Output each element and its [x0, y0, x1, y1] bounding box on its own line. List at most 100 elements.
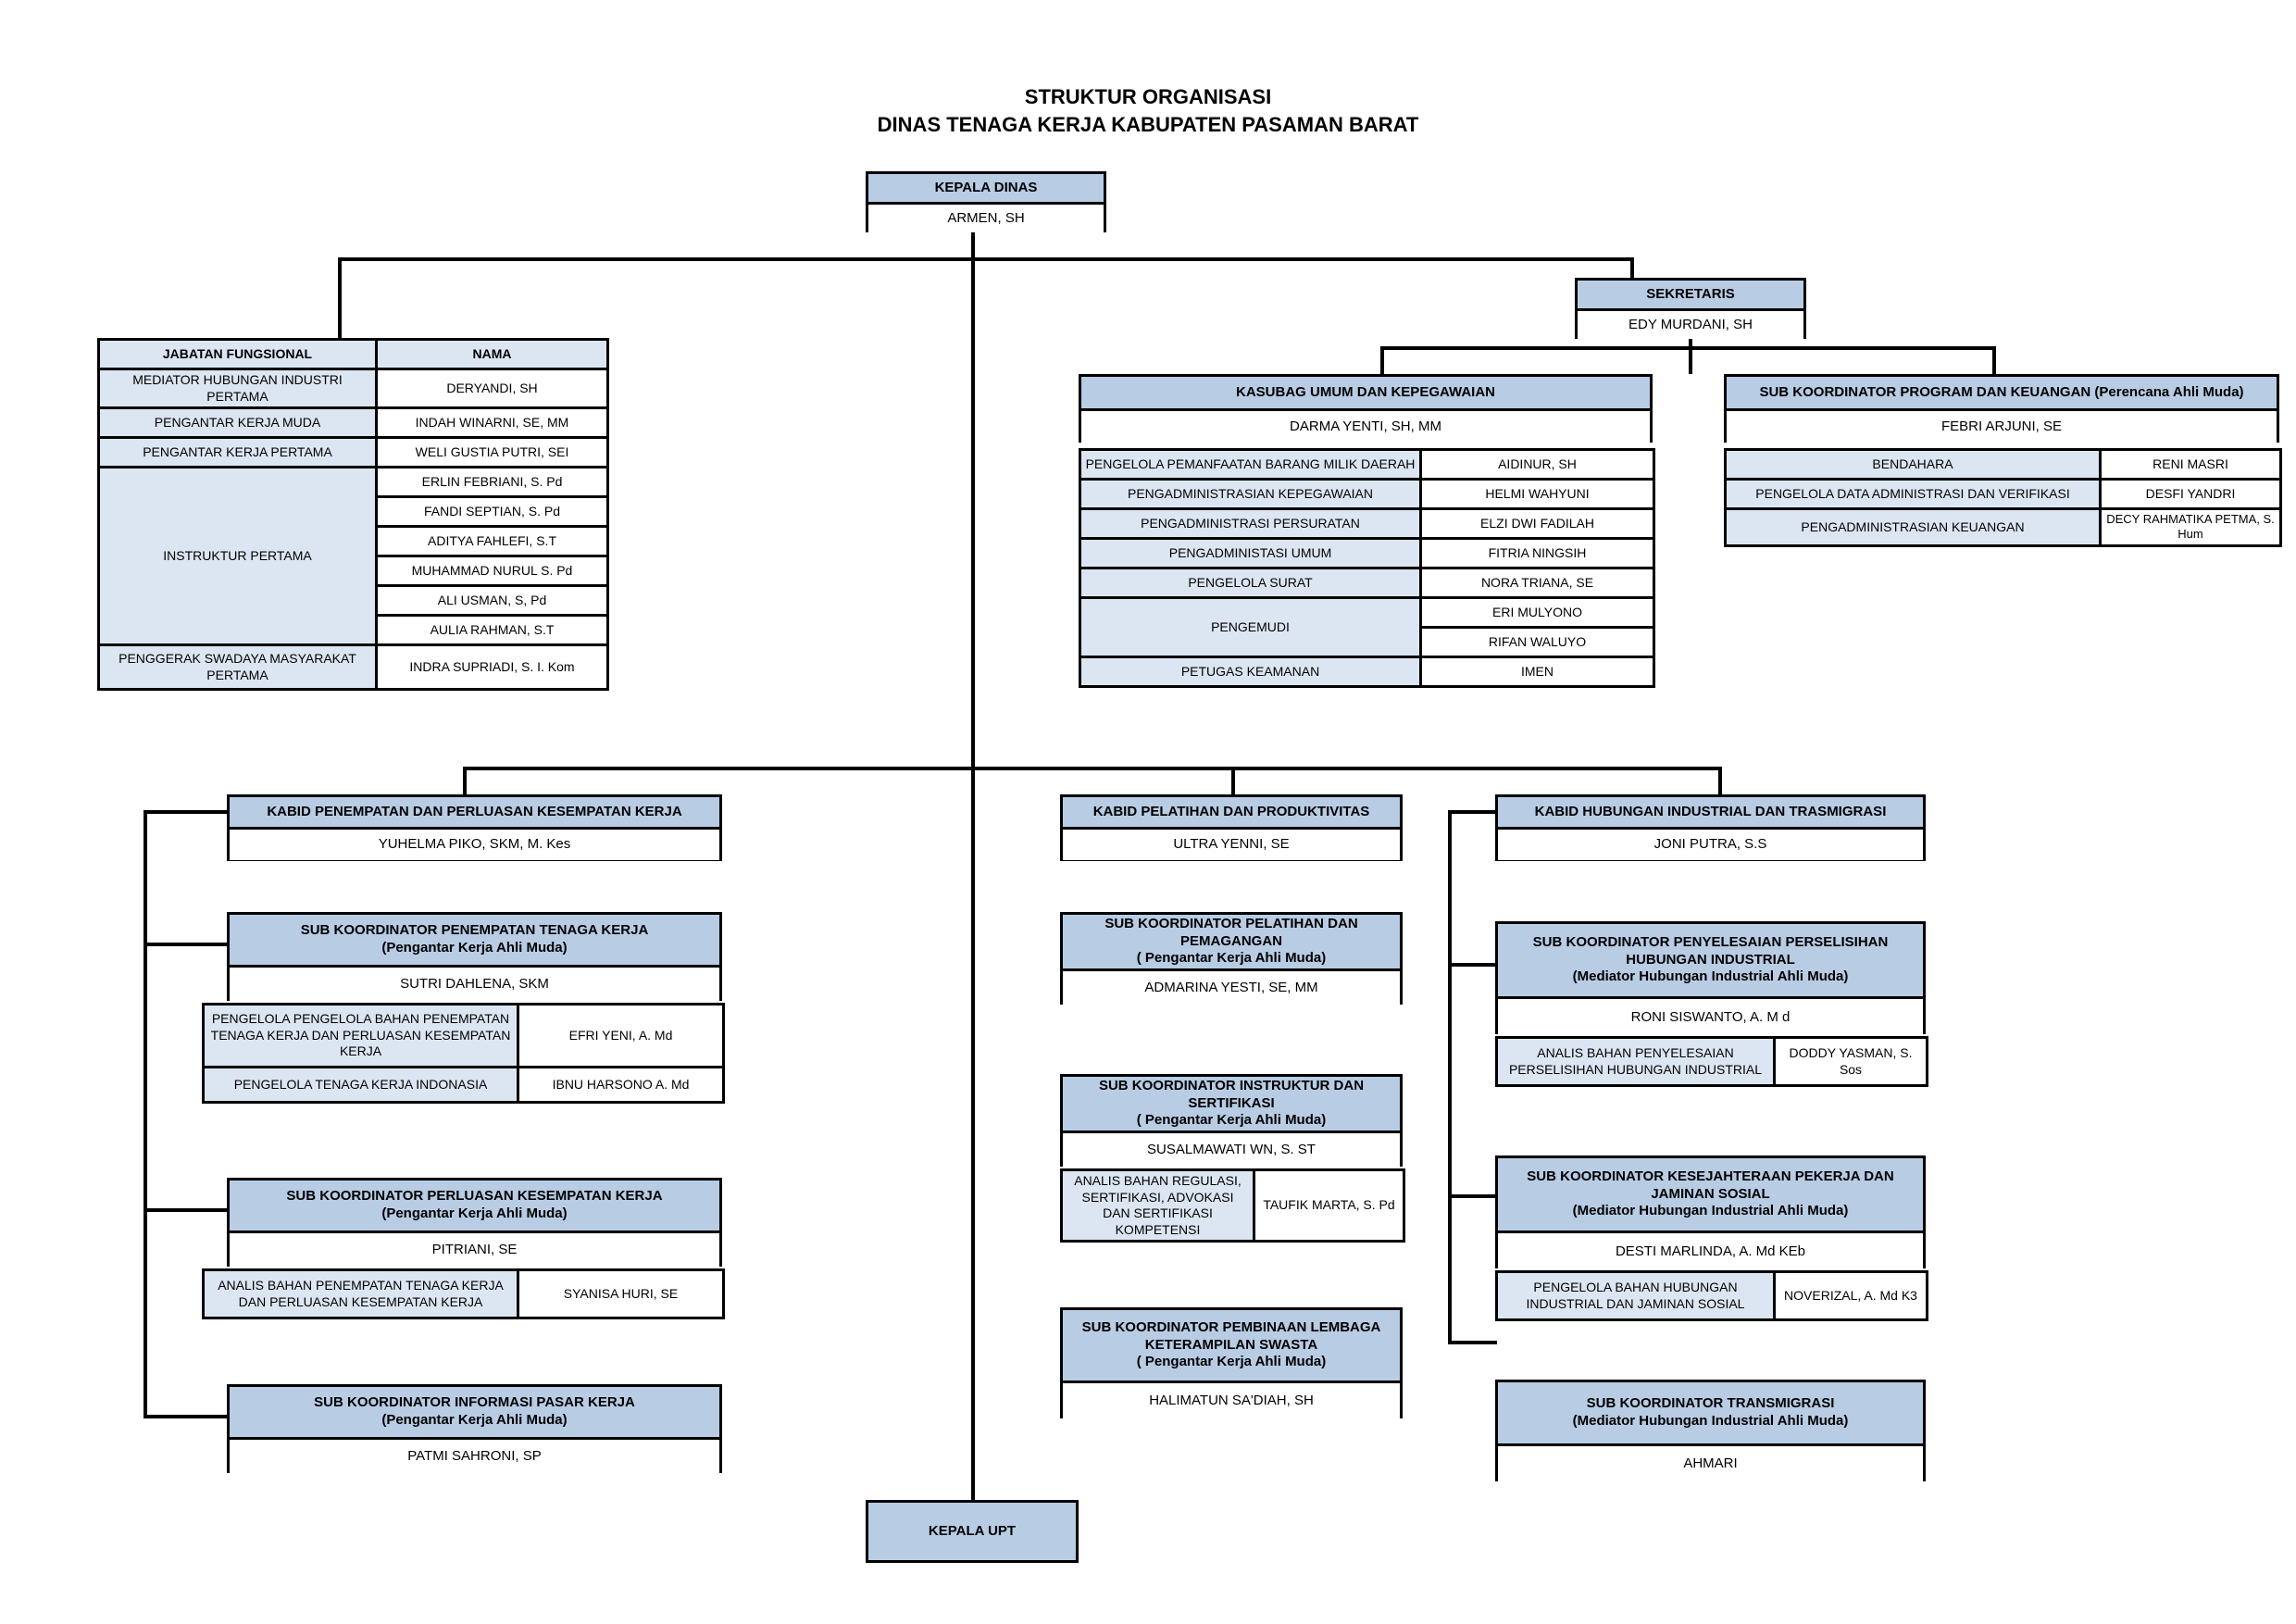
- jf-nama-7: ALI USMAN, S, Pd: [375, 584, 609, 617]
- node-subkoor-transmigrasi[interactable]: SUB KOORDINATOR TRANSMIGRASI (Mediator H…: [1495, 1380, 1926, 1481]
- l2-jabatan-0: ANALIS BAHAN REGULASI, SERTIFIKASI, ADVO…: [1060, 1168, 1255, 1243]
- title-line-2: DINAS TENAGA KERJA KABUPATEN PASAMAN BAR…: [877, 112, 1419, 136]
- connector-col1-branch-sub1: [144, 943, 229, 946]
- table-row: PENGEMUDI ERI MULYONO: [1079, 596, 1655, 658]
- table-row: MEDIATOR HUBUNGAN INDUSTRI PERTAMA DERYA…: [97, 368, 609, 409]
- node-subkoor-pembinaan-lembaga[interactable]: SUB KOORDINATOR PEMBINAAN LEMBAGA KETERA…: [1060, 1307, 1403, 1418]
- table-row: AULIA RAHMAN, S.T: [99, 614, 609, 646]
- subkoor-p3-role: SUB KOORDINATOR INFORMASI PASAR KERJA (P…: [230, 1387, 719, 1437]
- connector-col1-branch-sub2: [144, 1208, 229, 1212]
- table-row: ANALIS BAHAN PENYELESAIAN PERSELISIHAN H…: [1495, 1036, 1928, 1087]
- jf-nama-2: WELI GUSTIA PUTRI, SEI: [375, 436, 609, 468]
- table-subkoor-h1-staff: ANALIS BAHAN PENYELESAIAN PERSELISIHAN H…: [1495, 1036, 1928, 1087]
- table-row: RIFAN WALUYO: [1080, 626, 1655, 658]
- sp-jabatan-1: PENGELOLA DATA ADMINISTRASI DAN VERIFIKA…: [1724, 478, 2102, 510]
- connector-col1-branch-sub3: [144, 1415, 229, 1418]
- ku-nama-7: IMEN: [1419, 656, 1655, 688]
- table-row: ANALIS BAHAN PENEMPATAN TENAGA KERJA DAN…: [202, 1268, 725, 1319]
- node-subkoor-kesejahteraan-pekerja[interactable]: SUB KOORDINATOR KESEJAHTERAAN PEKERJA DA…: [1495, 1156, 1926, 1270]
- node-kasubag-umum[interactable]: KASUBAG UMUM DAN KEPEGAWAIAN DARMA YENTI…: [1079, 374, 1653, 443]
- table-row: MUHAMMAD NURUL S. Pd: [99, 555, 609, 587]
- ku-nama-6: RIFAN WALUYO: [1419, 626, 1655, 658]
- table-row: PENGELOLA PENGELOLA BAHAN PENEMPATAN TEN…: [202, 1003, 725, 1068]
- subkoor-l1-name: ADMARINA YESTI, SE, MM: [1063, 968, 1400, 1005]
- subkoor-l2-role-line1: SUB KOORDINATOR INSTRUKTUR DAN SERTIFIKA…: [1098, 1077, 1365, 1111]
- node-subkoor-informasi-pasar-kerja[interactable]: SUB KOORDINATOR INFORMASI PASAR KERJA (P…: [227, 1384, 722, 1473]
- node-subkoor-program-keuangan[interactable]: SUB KOORDINATOR PROGRAM DAN KEUANGAN (Pe…: [1724, 374, 2279, 443]
- kasubag-umum-name: DARMA YENTI, SH, MM: [1081, 408, 1650, 443]
- title-line-1: STRUKTUR ORGANISASI: [1024, 85, 1272, 108]
- node-kabid-penempatan[interactable]: KABID PENEMPATAN DAN PERLUASAN KESEMPATA…: [227, 794, 722, 861]
- sp-nama-0: RENI MASRI: [2099, 448, 2282, 481]
- sp-jabatan-0: BENDAHARA: [1724, 448, 2102, 481]
- table-subkoor-program-staff: BENDAHARA RENI MASRI PENGELOLA DATA ADMI…: [1724, 448, 2282, 547]
- subkoor-h2-role-line1: SUB KOORDINATOR KESEJAHTERAAN PEKERJA DA…: [1527, 1168, 1894, 1184]
- ku-jabatan-4: PENGELOLA SURAT: [1079, 567, 1422, 599]
- subkoor-l3-name: HALIMATUN SA'DIAH, SH: [1063, 1380, 1400, 1418]
- table-row: INSTRUKTUR PERTAMA ERLIN FEBRIANI, S. Pd: [97, 466, 609, 646]
- subkoor-h1-role-line2: (Mediator Hubungan Industrial Ahli Muda): [1572, 968, 1849, 985]
- table-subkoor-p2-staff: ANALIS BAHAN PENEMPATAN TENAGA KERJA DAN…: [202, 1268, 725, 1319]
- ku-nama-0: AIDINUR, SH: [1419, 448, 1655, 481]
- sp-nama-1: DESFI YANDRI: [2099, 478, 2282, 510]
- subkoor-p2-role-line1: SUB KOORDINATOR PERLUASAN KESEMPATAN KER…: [286, 1188, 663, 1205]
- p1-jabatan-1: PENGELOLA TENAGA KERJA INDONASIA: [202, 1066, 519, 1104]
- col-header-jabatan: JABATAN FUNGSIONAL: [97, 338, 378, 370]
- connector-col3-branch-sub1: [1448, 963, 1497, 967]
- node-kepala-dinas[interactable]: KEPALA DINAS ARMEN, SH: [866, 171, 1106, 232]
- sp-jabatan-2: PENGADMINISTRASIAN KEUANGAN: [1724, 507, 2102, 547]
- table-subkoor-h2-staff: PENGELOLA BAHAN HUBUNGAN INDUSTRIAL DAN …: [1495, 1270, 1928, 1321]
- kabid-pelatihan-name: ULTRA YENNI, SE: [1063, 827, 1400, 860]
- node-kepala-upt[interactable]: KEPALA UPT: [866, 1500, 1079, 1563]
- jf-nama-0: DERYANDI, SH: [375, 368, 609, 409]
- node-kabid-pelatihan[interactable]: KABID PELATIHAN DAN PRODUKTIVITAS ULTRA …: [1060, 794, 1403, 861]
- jf-nama-1: INDAH WINARNI, SE, MM: [375, 406, 609, 439]
- node-subkoor-pelatihan-pemagangan[interactable]: SUB KOORDINATOR PELATIHAN DAN PEMAGANGAN…: [1060, 912, 1403, 1005]
- connector-kabid-left-drop: [463, 767, 467, 796]
- ku-nama-1: HELMI WAHYUNI: [1419, 478, 1655, 510]
- subkoor-l2-role: SUB KOORDINATOR INSTRUKTUR DAN SERTIFIKA…: [1063, 1077, 1400, 1131]
- jf-nama-3: ERLIN FEBRIANI, S. Pd: [375, 466, 609, 498]
- subkoor-p3-role-line1: SUB KOORDINATOR INFORMASI PASAR KERJA: [314, 1394, 635, 1411]
- subkoor-p1-role-line2: (Pengantar Kerja Ahli Muda): [381, 940, 568, 956]
- node-kabid-hubungan-industrial[interactable]: KABID HUBUNGAN INDUSTRIAL DAN TRASMIGRAS…: [1495, 794, 1926, 861]
- h2-nama-0: NOVERIZAL, A. Md K3: [1773, 1270, 1928, 1321]
- table-row: PENGGERAK SWADAYA MASYARAKAT PERTAMA IND…: [97, 643, 609, 691]
- p1-jabatan-0: PENGELOLA PENGELOLA BAHAN PENEMPATAN TEN…: [202, 1003, 519, 1068]
- subkoor-h3-role-line2: (Mediator Hubungan Industrial Ahli Muda): [1572, 1413, 1849, 1429]
- jf-jabatan-0: MEDIATOR HUBUNGAN INDUSTRI PERTAMA: [97, 368, 378, 409]
- connector-sekretaris-bar: [1380, 346, 1996, 350]
- node-sekretaris[interactable]: SEKRETARIS EDY MURDANI, SH: [1575, 278, 1806, 339]
- subkoor-p1-role-line1: SUB KOORDINATOR PENEMPATAN TENAGA KERJA: [300, 922, 649, 939]
- kepala-dinas-name: ARMEN, SH: [868, 202, 1104, 232]
- h2-jabatan-0: PENGELOLA BAHAN HUBUNGAN INDUSTRIAL DAN …: [1495, 1270, 1776, 1321]
- subkoor-p2-role-line2: (Pengantar Kerja Ahli Muda): [381, 1206, 568, 1221]
- subkoor-l3-role-line2: ( Pengantar Kerja Ahli Muda): [1136, 1354, 1327, 1370]
- kabid-hubungan-role: KABID HUBUNGAN INDUSTRIAL DAN TRASMIGRAS…: [1498, 797, 1923, 827]
- table-row: ANALIS BAHAN REGULASI, SERTIFIKASI, ADVO…: [1060, 1168, 1405, 1243]
- subkoor-l1-role-line2: ( Pengantar Kerja Ahli Muda): [1136, 950, 1327, 967]
- table-row: PENGADMINISTRASIAN KEPEGAWAIAN HELMI WAH…: [1079, 478, 1655, 510]
- node-subkoor-instruktur-sertifikasi[interactable]: SUB KOORDINATOR INSTRUKTUR DAN SERTIFIKA…: [1060, 1074, 1403, 1167]
- ku-jabatan-1: PENGADMINISTRASIAN KEPEGAWAIAN: [1079, 478, 1422, 510]
- connector-left-drop-fungsional: [338, 257, 342, 341]
- table-row: PENGELOLA TENAGA KERJA INDONASIA IBNU HA…: [202, 1066, 725, 1104]
- connector-col3-branch-sub2: [1448, 1194, 1497, 1198]
- subkoor-l2-role-line2: ( Pengantar Kerja Ahli Muda): [1136, 1112, 1327, 1129]
- node-subkoor-perluasan-kesempatan-kerja[interactable]: SUB KOORDINATOR PERLUASAN KESEMPATAN KER…: [227, 1178, 722, 1267]
- connector-program-drop: [1992, 346, 1996, 376]
- kasubag-umum-role: KASUBAG UMUM DAN KEPEGAWAIAN: [1081, 377, 1650, 408]
- l2-nama-0: TAUFIK MARTA, S. Pd: [1253, 1168, 1405, 1243]
- jf-jabatan-2: PENGANTAR KERJA PERTAMA: [97, 436, 378, 468]
- sekretaris-name: EDY MURDANI, SH: [1578, 308, 1803, 339]
- sp-nama-2: DECY RAHMATIKA PETMA, S. Hum: [2099, 507, 2282, 547]
- node-subkoor-penempatan-tenaga-kerja[interactable]: SUB KOORDINATOR PENEMPATAN TENAGA KERJA …: [227, 912, 722, 1001]
- subkoor-p3-name: PATMI SAHRONI, SP: [230, 1437, 719, 1473]
- connector-col1-branch-kabid: [144, 810, 229, 814]
- jf-nama-9: INDRA SUPRIADI, S. I. Kom: [375, 643, 609, 691]
- node-subkoor-penyelesaian-perselisihan[interactable]: SUB KOORDINATOR PENYELESAIAN PERSELISIHA…: [1495, 921, 1926, 1036]
- subkoor-h1-name: RONI SISWANTO, A. M d: [1498, 996, 1923, 1036]
- subkoor-l3-role: SUB KOORDINATOR PEMBINAAN LEMBAGA KETERA…: [1063, 1310, 1400, 1380]
- jf-nama-5: ADITYA FAHLEFI, S.T: [375, 525, 609, 557]
- table-row: PENGADMINISTRASI PERSURATAN ELZI DWI FAD…: [1079, 507, 1655, 540]
